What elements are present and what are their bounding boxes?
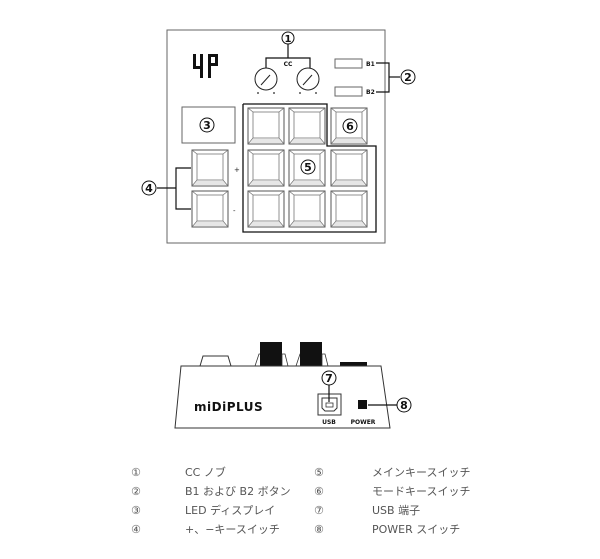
cc-label: CC — [284, 61, 293, 68]
legend-num-4: ④ — [131, 523, 141, 536]
svg-text:B1: B1 — [366, 61, 375, 68]
svg-text:5: 5 — [304, 161, 312, 174]
callout-4: 4 — [141, 167, 191, 210]
legend-label-5: メインキースイッチ — [372, 466, 471, 479]
svg-text:3: 3 — [203, 119, 211, 132]
svg-text:B2: B2 — [366, 89, 375, 96]
callout-2: 2 — [376, 62, 416, 93]
led-display: 3 — [181, 106, 236, 144]
side-knob-1 — [260, 342, 282, 366]
side-knob-2 — [300, 342, 322, 366]
legend-num-2: ② — [131, 485, 141, 498]
plus-label: + — [234, 166, 240, 174]
legend-label-2: B1 および B2 ボタン — [185, 485, 291, 498]
usb-label: USB — [322, 419, 336, 426]
callout-5: 5 — [300, 159, 316, 175]
cc-knob-2[interactable] — [296, 67, 320, 94]
callout-1: 1 CC — [265, 31, 311, 68]
legend-num-1: ① — [131, 466, 141, 479]
main-keys-outline — [242, 103, 377, 233]
legend-label-6: モードキースイッチ — [372, 485, 471, 498]
logo-4p — [193, 54, 218, 78]
legend-label-8: POWER スイッチ — [372, 523, 461, 536]
minus-label: - — [233, 207, 236, 215]
legend-label-1: CC ノブ — [185, 466, 226, 479]
svg-text:1: 1 — [285, 34, 292, 45]
power-label: POWER — [351, 419, 376, 426]
svg-text:4: 4 — [145, 182, 153, 195]
power-switch[interactable] — [358, 400, 367, 409]
legend-label-4: +、−キースイッチ — [185, 523, 280, 536]
b1-button[interactable]: B1 — [334, 58, 375, 69]
cc-knob-1[interactable] — [254, 67, 278, 94]
callout-6: 6 — [342, 118, 358, 134]
top-view: 1 CC B1 B2 — [141, 29, 416, 244]
callout-7: 7 — [321, 370, 337, 402]
legend-num-6: ⑥ — [314, 485, 324, 498]
b2-button[interactable]: B2 — [334, 86, 375, 97]
legend-label-7: USB 端子 — [372, 504, 421, 517]
legend-num-7: ⑦ — [314, 504, 324, 517]
legend-num-5: ⑤ — [314, 466, 324, 479]
svg-text:8: 8 — [400, 399, 408, 412]
svg-text:6: 6 — [346, 120, 354, 133]
svg-text:7: 7 — [325, 372, 333, 385]
callout-8: 8 — [368, 397, 412, 413]
side-view: miDiPLUS USB 7 POWER 8 — [174, 342, 412, 429]
legend-num-3: ③ — [131, 504, 141, 517]
legend-num-8: ⑧ — [314, 523, 324, 536]
brand-logo: miDiPLUS — [194, 400, 263, 414]
legend-label-3: LED ディスプレイ — [185, 504, 276, 517]
usb-port[interactable] — [317, 393, 342, 416]
svg-text:2: 2 — [404, 71, 412, 84]
